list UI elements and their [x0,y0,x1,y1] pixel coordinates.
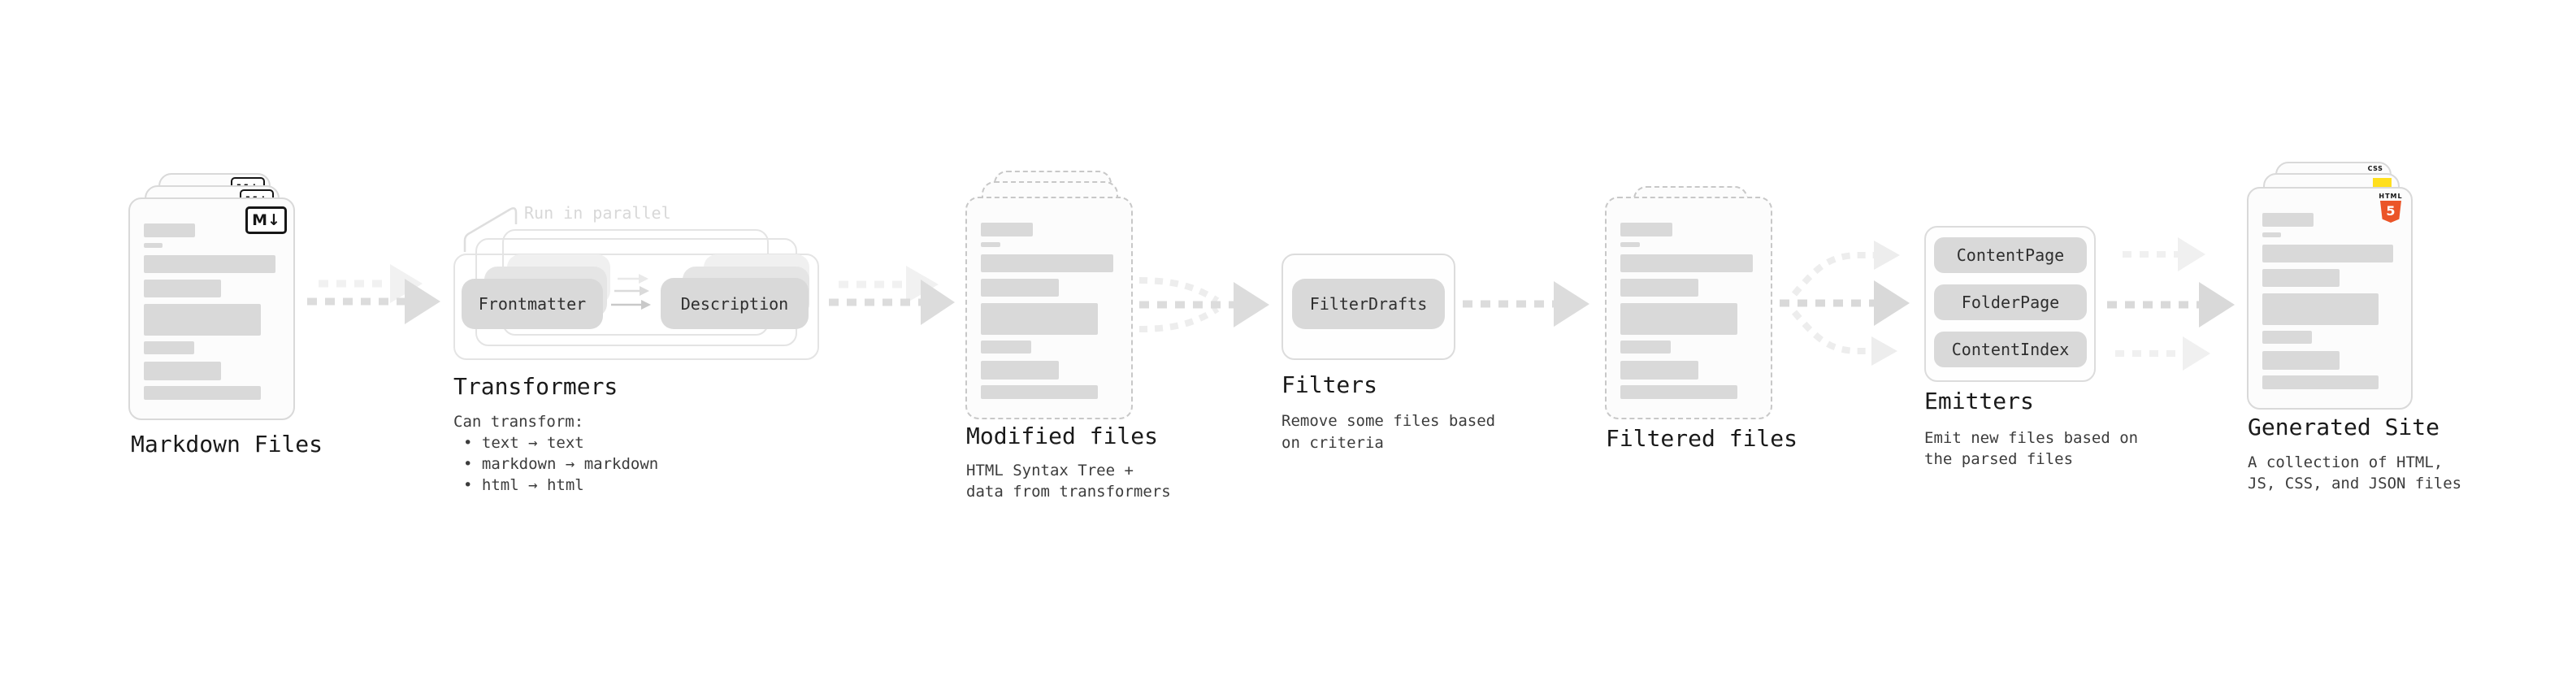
site-file-card-html: HTML 5 [2247,187,2413,410]
document-placeholder-lines [130,199,293,400]
js-icon [2373,178,2392,189]
transformers-bullet: • html → html [463,476,584,494]
markdown-files-label: Markdown Files [131,431,323,458]
arrow-emitters-to-site [2107,237,2235,371]
transformers-bullet: • markdown → markdown [463,455,659,473]
markdown-icon: M↓ [245,206,287,234]
transformers-desc-title: Can transform: [453,413,584,431]
document-placeholder-lines [967,198,1131,399]
filters-label: Filters [1281,371,1378,398]
run-in-parallel-annotation: Run in parallel [524,203,671,223]
transformers-bullet: • text → text [463,434,584,452]
transformers-description: Can transform: • text → text • markdown … [453,411,658,496]
arrow-filtered-to-emitters [1780,241,1910,366]
document-placeholder-lines [1607,198,1771,399]
emitters-desc-line: Emit new files based on [1924,429,2139,447]
filters-desc-line: Remove some files based [1281,412,1496,430]
emitters-desc-line: the parsed files [1924,450,2074,468]
filtered-file-card [1605,197,1772,419]
contentindex-node: ContentIndex [1934,332,2087,367]
modified-desc-line: HTML Syntax Tree + [966,462,1134,479]
site-desc-line: A collection of HTML, [2248,453,2444,471]
arrow-markdown-to-transformers [307,264,440,324]
site-desc-line: JS, CSS, and JSON files [2248,475,2462,492]
arrow-modified-to-filters [1138,277,1269,332]
filtered-files-label: Filtered files [1606,425,1798,452]
folderpage-node: FolderPage [1934,284,2087,320]
filters-description: Remove some files based on criteria [1281,410,1495,454]
transformer-parallel-arrows [611,274,651,310]
annotation-leader-line [463,206,518,252]
transformer-box-front [453,254,819,360]
arrow-transformers-to-modified [829,266,955,325]
filters-desc-line: on criteria [1281,434,1384,452]
markdown-file-card: M↓ [128,197,295,420]
modified-file-card [965,197,1133,419]
html5-icon: HTML 5 [2379,193,2403,223]
emitters-label: Emitters [1924,388,2034,414]
generated-site-description: A collection of HTML, JS, CSS, and JSON … [2248,452,2461,494]
description-node: Description [661,278,809,329]
document-placeholder-lines [2249,189,2411,389]
modified-files-description: HTML Syntax Tree + data from transformer… [966,460,1171,502]
modified-files-label: Modified files [966,423,1159,449]
transformers-label: Transformers [453,373,618,400]
contentpage-node: ContentPage [1934,237,2087,273]
modified-desc-line: data from transformers [966,483,1171,501]
generated-site-label: Generated Site [2248,414,2440,440]
emitters-description: Emit new files based on the parsed files [1924,427,2138,470]
arrow-filters-to-filtered [1463,281,1589,327]
filterdrafts-node: FilterDrafts [1292,279,1445,329]
frontmatter-node: Frontmatter [462,279,603,329]
